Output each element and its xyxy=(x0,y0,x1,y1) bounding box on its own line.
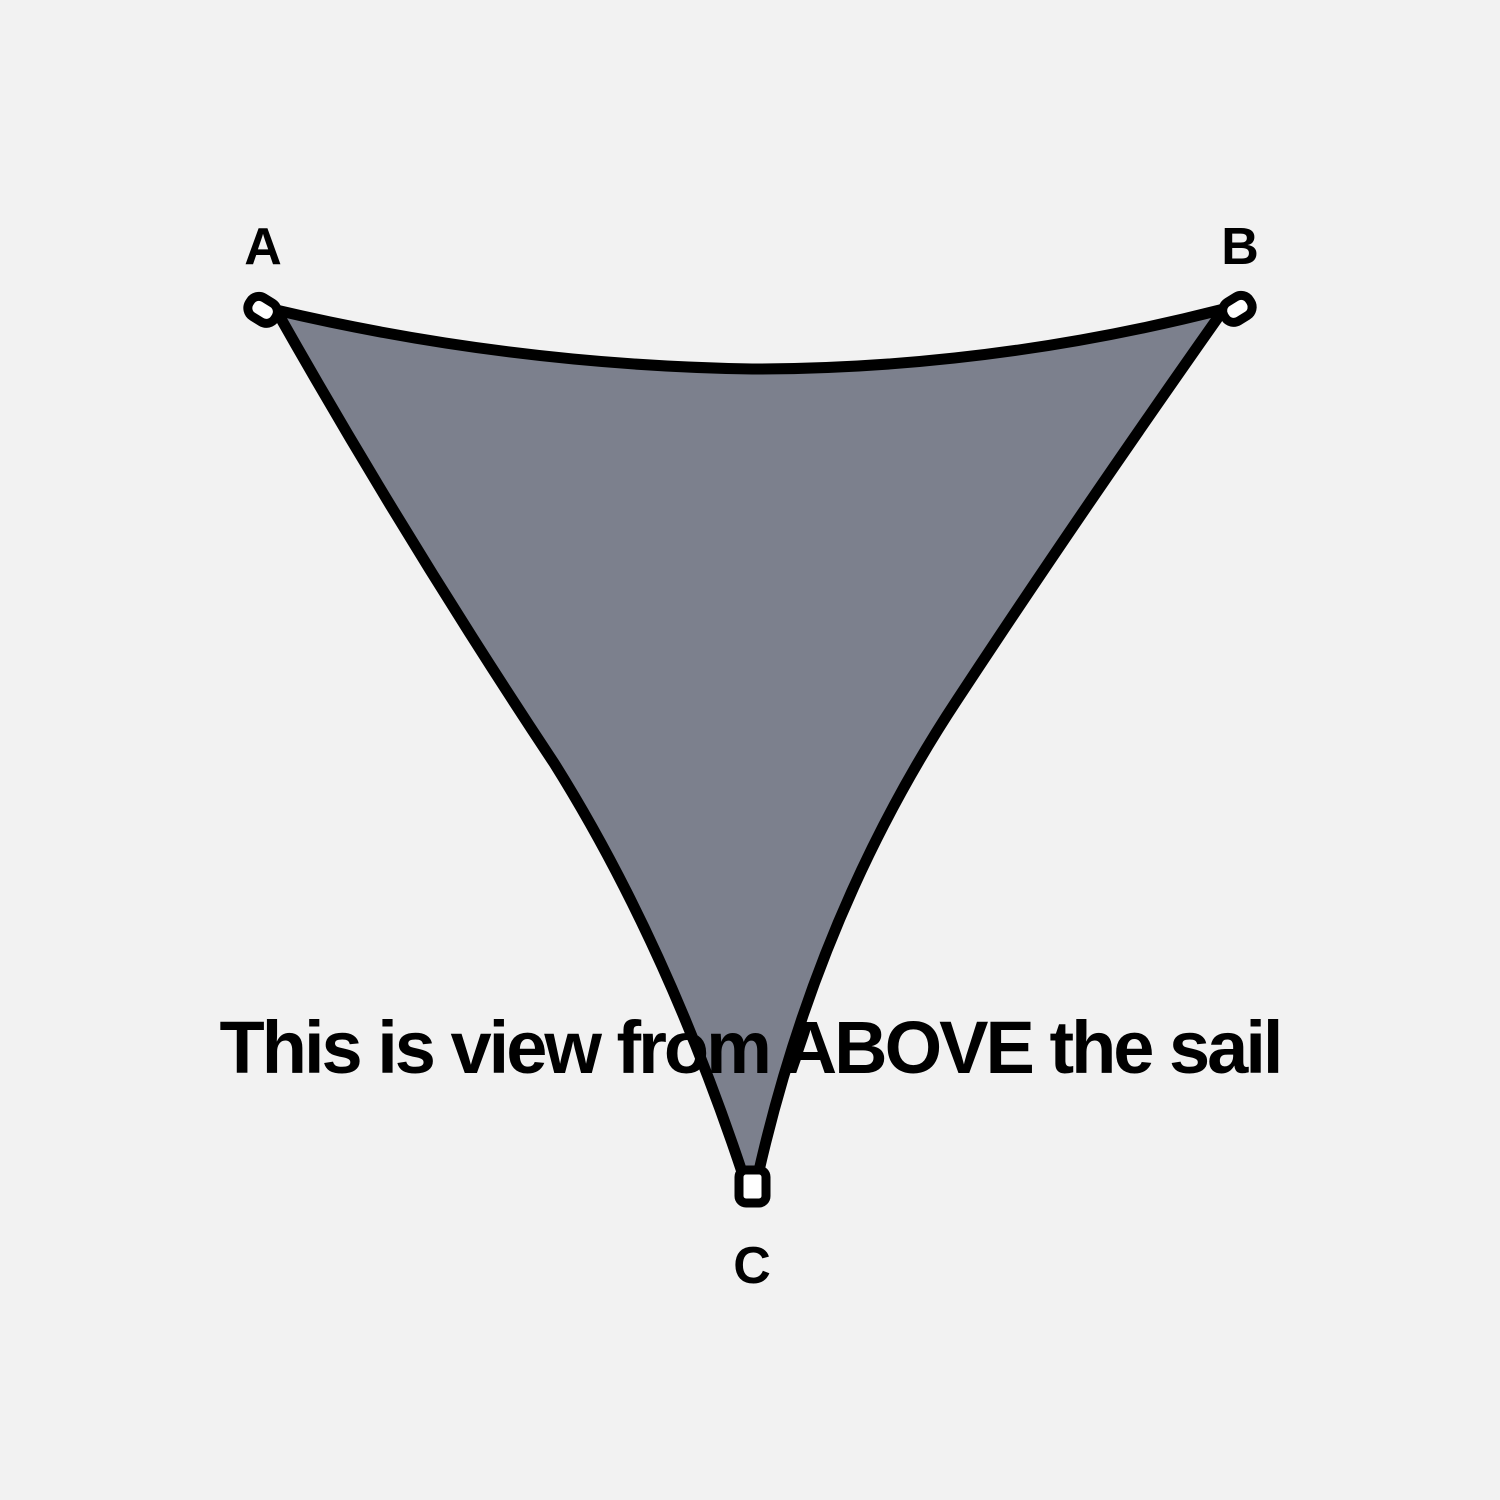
corner-c-ring xyxy=(734,1165,771,1208)
corner-c-label: C xyxy=(733,1237,771,1295)
corner-b-label: B xyxy=(1221,218,1259,276)
sail-shape xyxy=(270,303,1230,1181)
view-caption: This is view from ABOVE the sail xyxy=(219,1006,1284,1089)
corner-a-label: A xyxy=(244,218,282,276)
corner-b-ring xyxy=(1218,290,1257,327)
corner-a-ring xyxy=(243,291,282,328)
